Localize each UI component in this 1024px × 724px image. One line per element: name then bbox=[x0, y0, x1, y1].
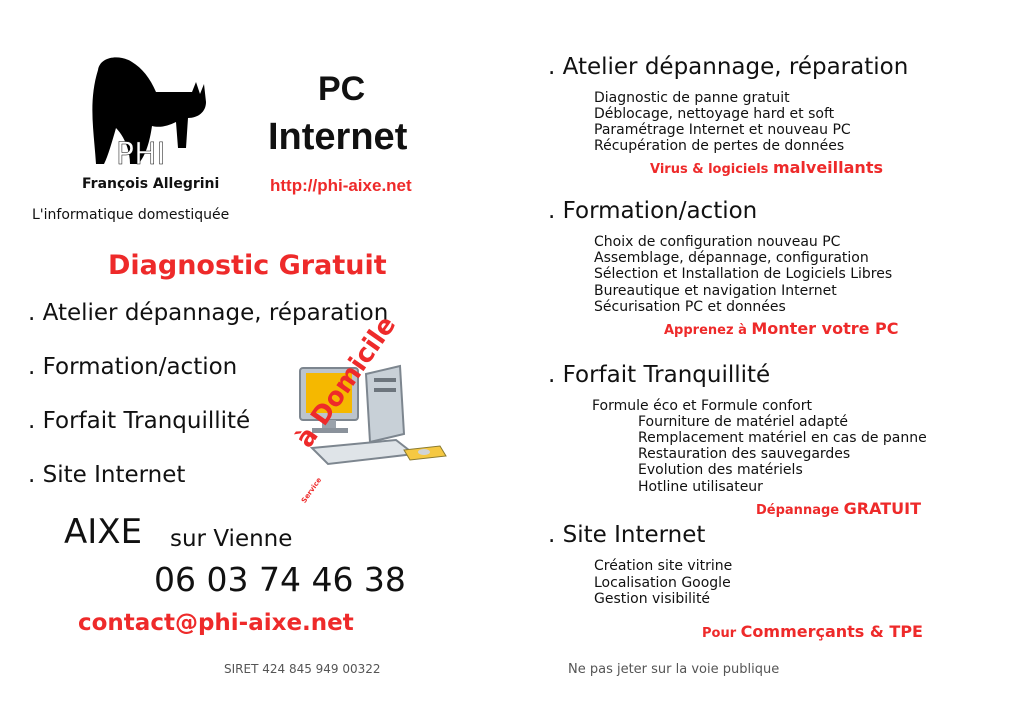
footer-note: Ne pas jeter sur la voie publique bbox=[568, 662, 780, 677]
section-item: Evolution des matériels bbox=[638, 462, 803, 478]
section-heading-site: . Site Internet bbox=[548, 522, 706, 548]
city-name: AIXE bbox=[64, 512, 143, 552]
section-intro: Formule éco et Formule confort bbox=[592, 398, 812, 414]
section-item: Création site vitrine bbox=[594, 558, 733, 574]
phone-number[interactable]: 06 03 74 46 38 bbox=[154, 560, 406, 599]
cat-logo-icon: PHI bbox=[92, 57, 206, 172]
left-service-item: . Formation/action bbox=[28, 354, 238, 380]
email-link[interactable]: contact@phi-aixe.net bbox=[78, 610, 354, 636]
section-heading-formation: . Formation/action bbox=[548, 198, 758, 224]
section-highlight: Dépannage GRATUIT bbox=[756, 499, 921, 518]
highlight-big: Monter votre PC bbox=[751, 319, 899, 338]
section-item: Diagnostic de panne gratuit bbox=[594, 90, 790, 106]
highlight-big: Commerçants & TPE bbox=[740, 622, 923, 641]
logo-text: PHI bbox=[116, 137, 166, 172]
section-item: Paramétrage Internet et nouveau PC bbox=[594, 122, 851, 138]
highlight-small: Dépannage bbox=[756, 503, 840, 518]
left-service-item: . Forfait Tranquillité bbox=[28, 408, 251, 434]
highlight-big: malveillants bbox=[772, 158, 883, 177]
section-item: Choix de configuration nouveau PC bbox=[594, 234, 841, 250]
computer-icon bbox=[299, 364, 447, 466]
left-service-item: . Site Internet bbox=[28, 462, 186, 488]
title-pc: PC bbox=[318, 70, 366, 108]
left-service-item: . Atelier dépannage, réparation bbox=[28, 300, 389, 326]
section-item: Fourniture de matériel adapté bbox=[638, 414, 849, 430]
highlight-small: Pour bbox=[702, 626, 737, 641]
website-link[interactable]: http://phi-aixe.net bbox=[270, 176, 412, 195]
highlight-big: GRATUIT bbox=[843, 499, 921, 518]
section-item: Bureautique et navigation Internet bbox=[594, 283, 837, 299]
diagnostic-heading: Diagnostic Gratuit bbox=[108, 250, 387, 281]
section-heading-forfait: . Forfait Tranquillité bbox=[548, 362, 771, 388]
section-item: Récupération de pertes de données bbox=[594, 138, 845, 154]
section-highlight: Pour Commerçants & TPE bbox=[702, 622, 923, 641]
tagline: L'informatique domestiquée bbox=[32, 207, 230, 223]
city-sub: sur Vienne bbox=[170, 526, 293, 552]
section-item: Sélection et Installation de Logiciels L… bbox=[594, 266, 893, 282]
section-item: Sécurisation PC et données bbox=[594, 299, 786, 315]
section-heading-atelier: . Atelier dépannage, réparation bbox=[548, 54, 909, 80]
section-highlight: Virus & logiciels malveillants bbox=[650, 158, 883, 177]
section-item: Restauration des sauvegardes bbox=[638, 446, 851, 462]
section-item: Déblocage, nettoyage hard et soft bbox=[594, 106, 835, 122]
section-highlight: Apprenez à Monter votre PC bbox=[664, 319, 899, 338]
section-item: Localisation Google bbox=[594, 575, 731, 591]
section-item: Remplacement matériel en cas de panne bbox=[638, 430, 927, 446]
section-item: Hotline utilisateur bbox=[638, 479, 763, 495]
section-item: Gestion visibilité bbox=[594, 591, 711, 607]
brand-name: François Allegrini bbox=[82, 176, 220, 192]
highlight-small: Virus & logiciels bbox=[650, 162, 769, 177]
siret-number: SIRET 424 845 949 00322 bbox=[224, 662, 381, 676]
domicile-small-label: Service bbox=[300, 476, 324, 505]
highlight-small: Apprenez à bbox=[664, 323, 747, 338]
title-internet: Internet bbox=[268, 116, 408, 158]
section-item: Assemblage, dépannage, configuration bbox=[594, 250, 869, 266]
